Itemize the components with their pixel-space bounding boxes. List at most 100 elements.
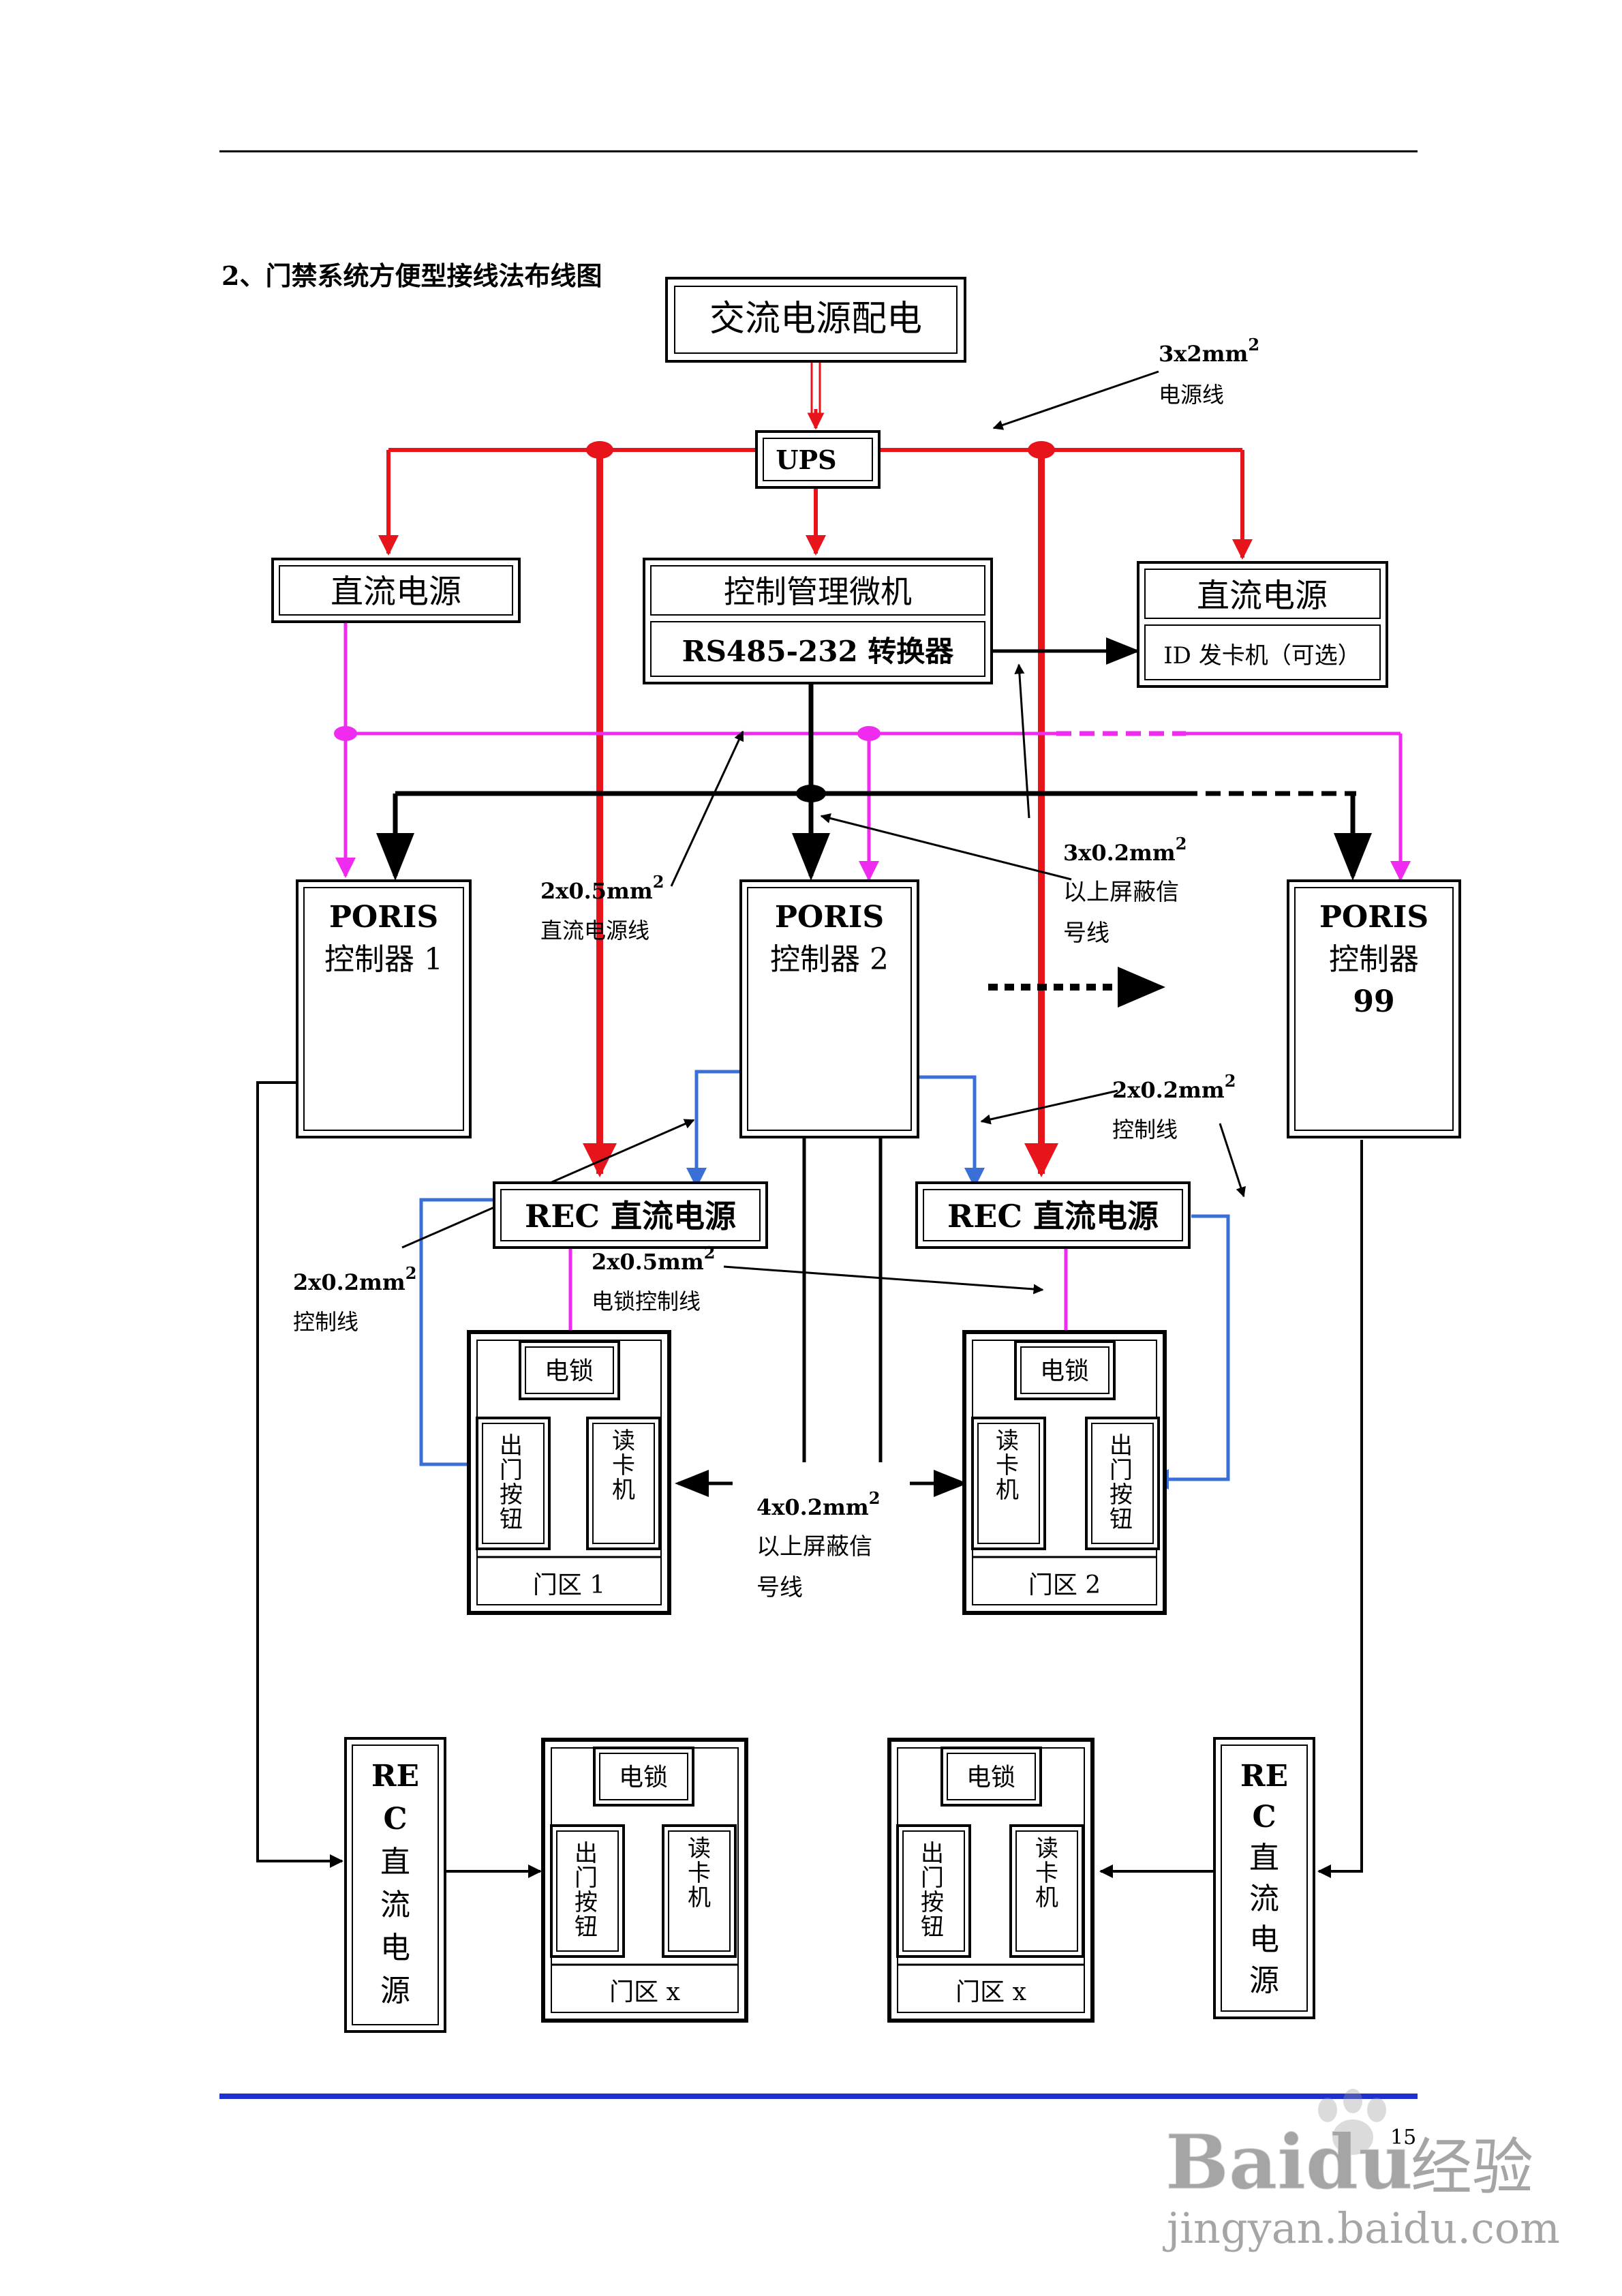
controller1-to-rec-wire (256, 1081, 343, 1868)
zone1-exit-4: 钮 (500, 1506, 523, 1533)
rec-vertical-right-box: RE C 直 流 电 源 (1213, 1737, 1315, 2019)
zone2-reader-1: 读 (996, 1428, 1019, 1455)
svg-text:号线: 号线 (756, 1574, 803, 1601)
zonexr-reader-3: 机 (1035, 1884, 1058, 1912)
door-zone-x-right: 电锁 出 门 按 钮 读 卡 机 门区 x (887, 1738, 1095, 2023)
zone2-exit-2: 门 (1110, 1457, 1133, 1484)
zone2-lock-label: 电锁 (1040, 1357, 1089, 1385)
controller99-to-rec-wire (1317, 1140, 1363, 1878)
svg-text:2x0.2mm2: 2x0.2mm2 (1112, 1071, 1236, 1103)
svg-text:以上屏蔽信: 以上屏蔽信 (756, 1533, 872, 1560)
svg-text:控制线: 控制线 (293, 1309, 358, 1335)
ups-label: UPS (776, 444, 836, 475)
rec-power-2-box: REC 直流电源 (915, 1181, 1191, 1249)
dc-power-left-label: 直流电源 (331, 573, 461, 611)
rec-vertical-left-box: RE C 直 流 电 源 (344, 1737, 446, 2033)
zonexl-reader-1: 读 (688, 1835, 711, 1862)
label-lock-cable: 2x0.5mm2 电锁控制线 (592, 1243, 715, 1314)
zonexl-reader-2: 卡 (688, 1860, 711, 1887)
zonexr-exit-1: 出 (921, 1840, 944, 1867)
recr-3: 直 (1249, 1841, 1279, 1875)
baidu-watermark: Baidu 经验 jingyan.baidu.com (1163, 2089, 1560, 2253)
controller-2-box: PORIS 控制器 2 (739, 879, 919, 1138)
label-power-cable: 3x2mm2 电源线 (1159, 335, 1259, 408)
rs485-bus (376, 683, 1372, 881)
svg-text:2x0.5mm2: 2x0.5mm2 (592, 1243, 715, 1275)
page-number: 15 (1390, 2126, 1416, 2149)
recl-5: 电 (380, 1931, 410, 1965)
recr-5: 电 (1249, 1922, 1279, 1957)
dc-junction-left (334, 726, 357, 741)
zonexl-exit-1: 出 (575, 1840, 598, 1867)
zonexl-exit-4: 钮 (575, 1914, 598, 1941)
zone2-exit-4: 钮 (1110, 1506, 1133, 1533)
label-ctrl-right: 2x0.2mm2 控制线 (1112, 1071, 1236, 1143)
label-shield-3: 3x0.2mm2 以上屏蔽信 号线 (1063, 834, 1187, 947)
zonexl-label: 门区 x (609, 1978, 680, 2006)
svg-text:控制线: 控制线 (1112, 1117, 1178, 1143)
zonexr-reader-2: 卡 (1035, 1860, 1058, 1887)
id-issuer-label: ID 发卡机（可选） (1163, 642, 1361, 669)
annotation-leaders (401, 370, 1246, 1295)
svg-text:号线: 号线 (1063, 920, 1110, 947)
dc-power-right-box: 直流电源 ID 发卡机（可选） (1137, 561, 1388, 688)
rec-power-1-box: REC 直流电源 (493, 1181, 768, 1249)
controller-1-line2: 控制器 1 (324, 942, 443, 977)
controller-99-line3: 99 (1353, 984, 1394, 1019)
svg-text:jingyan.baidu.com: jingyan.baidu.com (1163, 2203, 1560, 2253)
recl-1: RE (371, 1759, 419, 1794)
dc-power-bus (335, 622, 1411, 881)
controller-99-box: PORIS 控制器 99 (1287, 879, 1461, 1138)
recr-2: C (1252, 1800, 1276, 1834)
zone2-label: 门区 2 (1028, 1571, 1101, 1599)
zonexr-lock-label: 电锁 (966, 1764, 1015, 1792)
recl-3: 直 (380, 1845, 410, 1879)
svg-text:经验: 经验 (1411, 2132, 1533, 2203)
label-ctrl-left: 2x0.2mm2 控制线 (293, 1263, 416, 1335)
door-zone-x-left: 电锁 出 门 按 钮 读 卡 机 门区 x (541, 1738, 748, 2023)
recr-1: RE (1240, 1759, 1288, 1794)
zone2-exit-3: 按 (1110, 1481, 1133, 1509)
zonexl-reader-3: 机 (688, 1884, 711, 1912)
recl-2: C (383, 1802, 407, 1837)
control-lines (419, 1070, 1230, 1490)
controller-99-line2: 控制器 (1329, 942, 1419, 977)
rec-power-1-label: REC 直流电源 (525, 1198, 736, 1235)
zonexl-lock-label: 电锁 (619, 1764, 668, 1792)
controller-2-line1: PORIS (775, 900, 884, 935)
svg-text:2x0.2mm2: 2x0.2mm2 (293, 1263, 416, 1295)
controller-2-line2: 控制器 2 (770, 942, 889, 977)
zone2-reader-3: 机 (996, 1477, 1019, 1504)
section-title: 2、门禁系统方便型接线法布线图 (221, 260, 602, 291)
more-controllers-arrow (988, 967, 1165, 1008)
svg-text:2x0.5mm2: 2x0.5mm2 (540, 872, 664, 904)
zone1-exit-1: 出 (500, 1432, 523, 1460)
svg-text:直流电源线: 直流电源线 (540, 918, 649, 943)
zone2-exit-1: 出 (1110, 1432, 1133, 1460)
dc-power-right-label: 直流电源 (1197, 577, 1328, 615)
bus-junction (796, 785, 826, 802)
zonexr-exit-4: 钮 (921, 1914, 944, 1941)
svg-text:4x0.2mm2: 4x0.2mm2 (756, 1488, 880, 1520)
ups-box: UPS (755, 430, 881, 489)
dc-power-left-box: 直流电源 (271, 558, 521, 623)
controller-99-line1: PORIS (1319, 900, 1428, 935)
zone1-label: 门区 1 (533, 1571, 605, 1599)
zonexr-exit-3: 按 (921, 1889, 944, 1916)
zone1-reader-2: 卡 (612, 1452, 635, 1479)
zone1-reader-1: 读 (612, 1428, 635, 1455)
zonexr-label: 门区 x (955, 1978, 1026, 2006)
svg-text:Baidu: Baidu (1165, 2118, 1413, 2206)
zone1-lock-label: 电锁 (545, 1357, 594, 1385)
pc-label: 控制管理微机 (724, 573, 912, 610)
svg-text:3x0.2mm2: 3x0.2mm2 (1063, 834, 1187, 866)
rec-power-2-label: REC 直流电源 (947, 1198, 1159, 1235)
recr-6: 源 (1249, 1963, 1279, 1998)
zone1-exit-2: 门 (500, 1457, 523, 1484)
ac-to-ups-wire (807, 363, 825, 430)
zonexr-exit-2: 门 (921, 1864, 944, 1892)
recl-6: 源 (380, 1974, 410, 2008)
ac-power-box: 交流电源配电 (665, 277, 966, 363)
zonexl-exit-2: 门 (575, 1864, 598, 1892)
